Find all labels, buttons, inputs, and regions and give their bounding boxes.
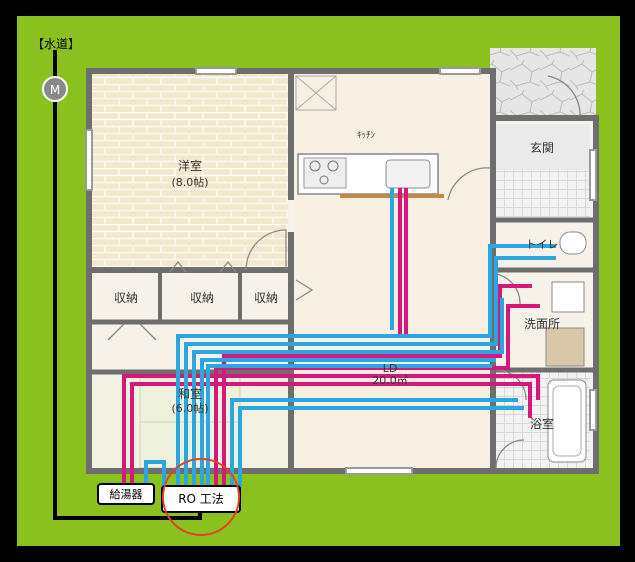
japanese-room-size: (6.0帖) — [171, 402, 208, 415]
storage-label-1: 収納 — [114, 291, 138, 305]
entrance-approach — [490, 48, 596, 118]
storage-label-2: 収納 — [190, 291, 214, 305]
water-meter-icon — [42, 76, 68, 102]
washing-machine — [545, 327, 585, 367]
bathtub — [547, 379, 587, 463]
water-heater-box — [97, 483, 155, 505]
washbasin — [551, 281, 585, 313]
walls — [86, 68, 599, 474]
meter-label: M — [50, 83, 60, 97]
bathtub-inner — [552, 385, 582, 457]
entrance-label: 玄関 — [530, 140, 554, 155]
cold-water-pipes — [144, 188, 556, 488]
ld-label: LD — [383, 362, 398, 375]
ro-method-label: RO 工法 — [178, 492, 224, 506]
kitchen-label: ｷｯﾁﾝ — [357, 130, 376, 141]
doors — [107, 75, 581, 469]
ld-size: 20.0㎡ — [372, 374, 408, 387]
toilet-fixture — [559, 231, 587, 255]
toilet-label: トイレ — [526, 238, 559, 251]
range-hood-mark — [295, 75, 337, 111]
ro-method-box — [161, 485, 241, 513]
range-hood — [295, 75, 337, 111]
burner — [319, 175, 329, 185]
bathroom-label: 浴室 — [530, 416, 554, 431]
storage-label-3: 収納 — [254, 291, 278, 305]
washroom-label: 洗面所 — [524, 317, 560, 331]
water-heater-label: 給湯器 — [110, 487, 143, 501]
western-room-size: (8.0帖) — [171, 176, 208, 189]
windows — [85, 67, 597, 475]
burner — [309, 160, 321, 172]
kitchen-sink — [385, 159, 431, 189]
japanese-room-label: 和室 — [178, 386, 202, 401]
entrance-genkan — [496, 124, 590, 170]
western-room-label: 洋室 — [178, 158, 202, 173]
burner — [327, 160, 339, 172]
western-room-floor — [92, 74, 288, 268]
water-supply-label: 【水道】 — [32, 37, 80, 51]
highlight-circle — [162, 458, 240, 536]
